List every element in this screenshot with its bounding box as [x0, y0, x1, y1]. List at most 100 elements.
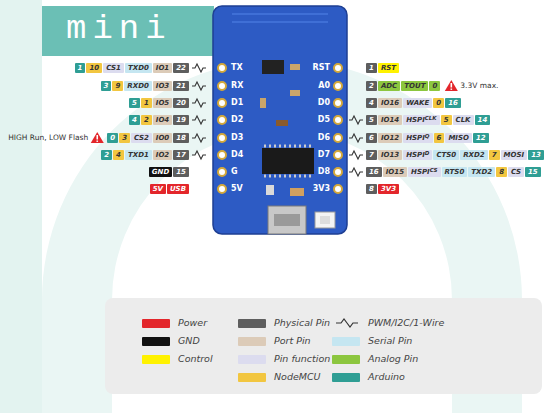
- pin-chip: RXD0: [124, 81, 151, 91]
- pin-label: IO1: [156, 64, 169, 72]
- silkscreen-label: D0: [318, 98, 330, 108]
- pin-chip: 4: [366, 98, 377, 108]
- legend-item: Serial Pin: [332, 335, 412, 347]
- silkscreen-label: D8: [318, 167, 330, 177]
- legend-item: GND: [142, 335, 200, 347]
- pwm-mark: [349, 168, 363, 176]
- pin-hole: [334, 168, 342, 176]
- board-title: mini: [66, 9, 172, 49]
- pin-hole: [334, 134, 342, 142]
- pin-chip: 16: [366, 167, 382, 177]
- pin-label: D: [425, 150, 430, 156]
- pin-chip: IO2: [153, 150, 172, 160]
- pin-label: 7: [492, 151, 497, 159]
- pin-chip: 15: [173, 167, 189, 177]
- legend-text: Physical Pin: [274, 317, 330, 329]
- pwm-mark: [192, 82, 206, 90]
- silkscreen-label: D3: [231, 133, 243, 143]
- pin-hole: [218, 185, 226, 193]
- pin-label: 4: [116, 151, 121, 159]
- pin-label: CS1: [106, 64, 121, 72]
- pin-label: IO14: [381, 116, 399, 124]
- usb-connector: [268, 206, 306, 234]
- pin-label: 17: [176, 151, 186, 159]
- pin-label: ADC: [381, 82, 397, 90]
- pin-hole: [218, 64, 226, 72]
- pin-row: 7IO13HSPIDCTS0RXD27MOSI13: [366, 150, 545, 160]
- pin-chip: 1: [75, 63, 86, 73]
- pin-label: MOSI: [504, 151, 525, 159]
- pwm-mark: [192, 116, 206, 124]
- pin-label: IO3: [156, 82, 169, 90]
- background-band: [0, 0, 42, 413]
- pin-hole: [334, 116, 342, 124]
- pin-hole: [218, 134, 226, 142]
- pin-chip: 22: [173, 63, 189, 73]
- pin-hole: [334, 82, 342, 90]
- pin-label: HSPI: [406, 116, 425, 124]
- pin-label: 1: [144, 99, 149, 107]
- pin-chip: 2: [141, 115, 152, 125]
- legend-text: PWM/I2C/1-Wire: [368, 317, 444, 329]
- pin-row: 03CS2IO018: [107, 133, 190, 143]
- pin-label: CS: [430, 167, 438, 173]
- pin-label: HSPI: [411, 168, 430, 176]
- pin-chip: 6: [434, 133, 445, 143]
- pwm-mark: [349, 151, 363, 159]
- pin-label: 9: [115, 82, 120, 90]
- reset-button-cap: [320, 216, 330, 224]
- pin-label: 18: [176, 134, 186, 142]
- pin-label: 5: [444, 116, 449, 124]
- usb-serial-ic: [262, 148, 314, 174]
- silkscreen-label: A0: [318, 81, 330, 91]
- pin-chip: TOUT: [401, 81, 428, 91]
- pin-label: RXD2: [463, 151, 484, 159]
- pin-chip: MOSI: [501, 150, 528, 160]
- pin-label: 15: [176, 168, 186, 176]
- silkscreen-label: D5: [318, 115, 330, 125]
- pin-label: 4: [369, 99, 374, 107]
- pin-chip: GND: [149, 167, 172, 177]
- legend-swatch: [142, 319, 170, 328]
- pin-chip: IO1: [153, 63, 172, 73]
- pin-label: CTS0: [436, 151, 456, 159]
- silkscreen-label: RX: [231, 81, 243, 91]
- pin-chip: 21: [173, 81, 189, 91]
- pin-hole: [334, 151, 342, 159]
- pin-chip: 19: [173, 115, 189, 125]
- pin-row: 42IO419: [129, 115, 190, 125]
- pin-row: 16IO15HSPICSRTS0TXD28CS15: [366, 167, 542, 177]
- pin-label: CS2: [134, 134, 149, 142]
- pwm-marks: [192, 64, 363, 176]
- pin-label: 8: [499, 168, 504, 176]
- pin-chip: HSPICLK: [403, 115, 439, 125]
- pin-label: 1: [78, 64, 83, 72]
- pin-chip: IO14: [378, 115, 402, 125]
- pin-chip: IO5: [153, 98, 172, 108]
- pin-chip: 6: [366, 133, 377, 143]
- pin-chip: IO4: [153, 115, 172, 125]
- legend-swatch: [332, 355, 360, 364]
- capacitor: [276, 120, 288, 126]
- pin-label: IO12: [381, 134, 399, 142]
- silkscreen-label: 5V: [231, 184, 243, 194]
- legend-text: Power: [178, 317, 207, 329]
- legend-swatch: [142, 337, 170, 346]
- pin-chip: IO15: [383, 167, 407, 177]
- pin-chip: 12: [473, 133, 489, 143]
- pin-hole: [218, 82, 226, 90]
- ic-pins: [264, 145, 312, 148]
- pin-label: 0: [436, 99, 441, 107]
- pin-label: CLK: [425, 115, 437, 121]
- pin-hole: [218, 99, 226, 107]
- pin-chip: 4: [113, 150, 124, 160]
- pin-chip: 10: [86, 63, 102, 73]
- legend-item: Arduino: [332, 371, 405, 383]
- pin-chip: HSPIQ: [403, 133, 432, 143]
- pin-label: 5: [369, 116, 374, 124]
- pin-chip: 7: [489, 150, 500, 160]
- warning-mark: [451, 83, 453, 88]
- pin-row: GND 15: [149, 167, 190, 177]
- pin-label: 2: [104, 151, 109, 159]
- silkscreen-label: TX: [231, 63, 243, 73]
